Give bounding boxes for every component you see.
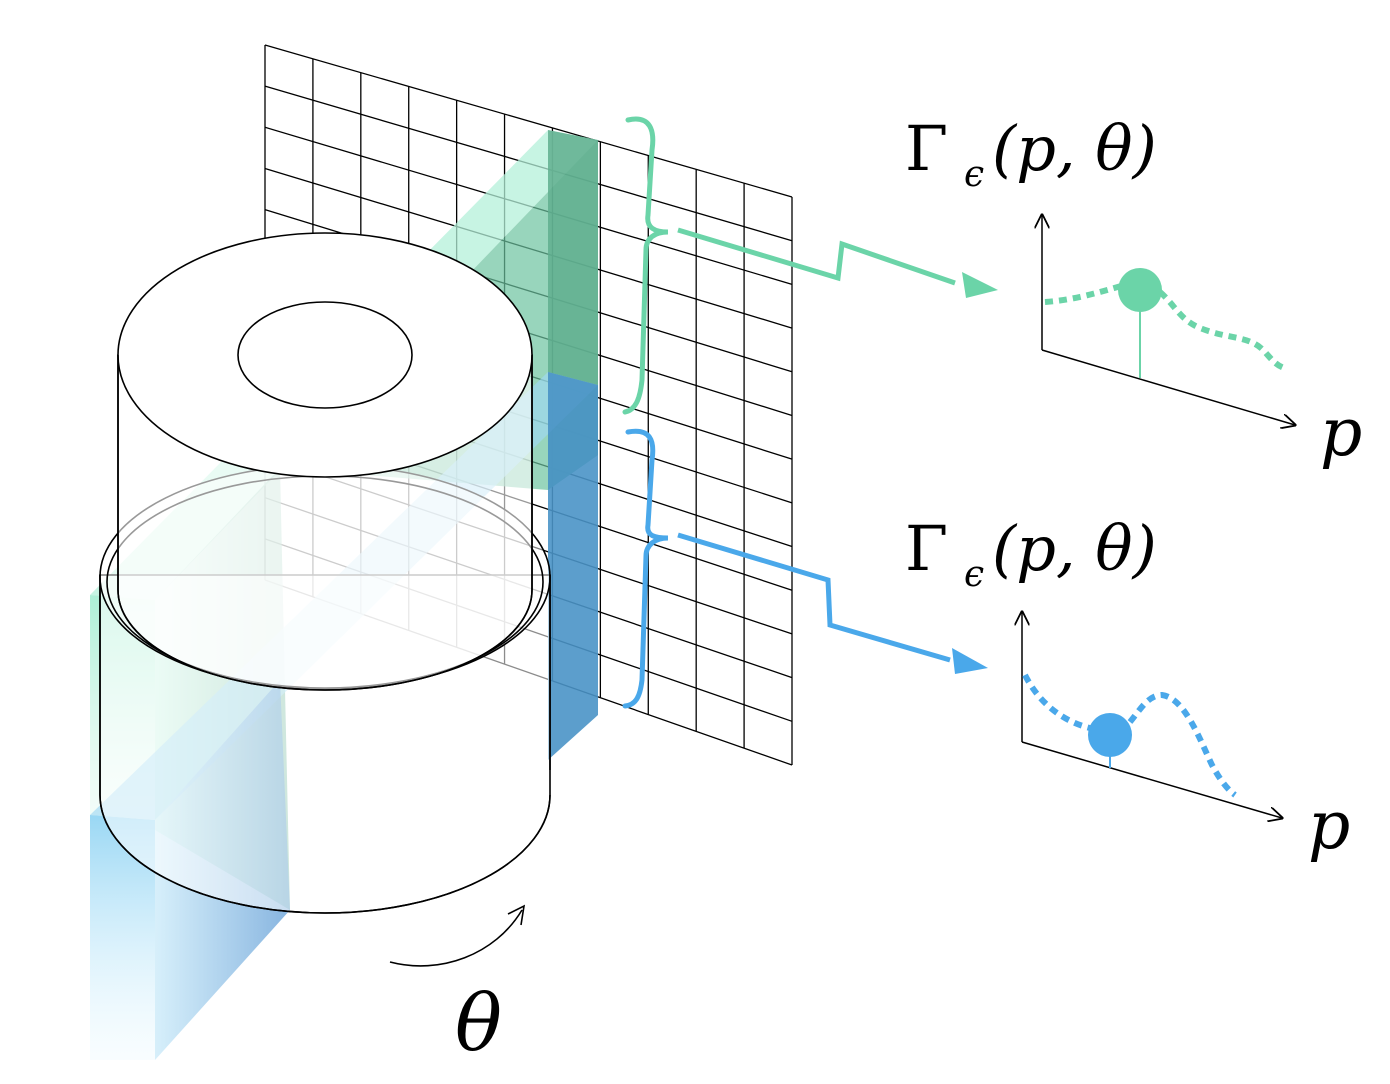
bottom-plot-marker [1088, 713, 1132, 757]
blue-bracket-icon [622, 428, 669, 709]
gamma-bottom-args: (p, θ) [992, 512, 1157, 585]
top-plot: Γ ϵ (p, θ) p [905, 112, 1362, 471]
axis-p-bottom: p [1308, 787, 1350, 864]
bottom-plot: Γ ϵ (p, θ) p [905, 512, 1350, 864]
cylinder-outline [99, 355, 551, 914]
gamma-top-args: (p, θ) [992, 112, 1157, 185]
bottom-plot-curve [1022, 673, 1237, 798]
rotation-arrow-icon [389, 909, 523, 967]
top-plot-curve [1044, 281, 1286, 371]
theta-label: θ [455, 979, 502, 1069]
grid-row-line [264, 44, 793, 198]
bottom-plot-x-axis [1021, 741, 1282, 818]
gamma-bottom-subscript: ϵ [964, 554, 984, 595]
gamma-bottom-symbol: Γ [905, 512, 948, 585]
top-plot-marker [1118, 268, 1162, 312]
blue-arrow-icon [677, 532, 988, 674]
gamma-top-subscript: ϵ [964, 154, 984, 195]
axis-p-top: p [1320, 394, 1362, 471]
green-arrow-icon [677, 227, 998, 298]
cylinder-object [99, 232, 551, 914]
green-bracket-icon [622, 116, 669, 415]
gamma-top-symbol: Γ [905, 112, 948, 185]
top-plot-x-axis [1041, 349, 1295, 425]
